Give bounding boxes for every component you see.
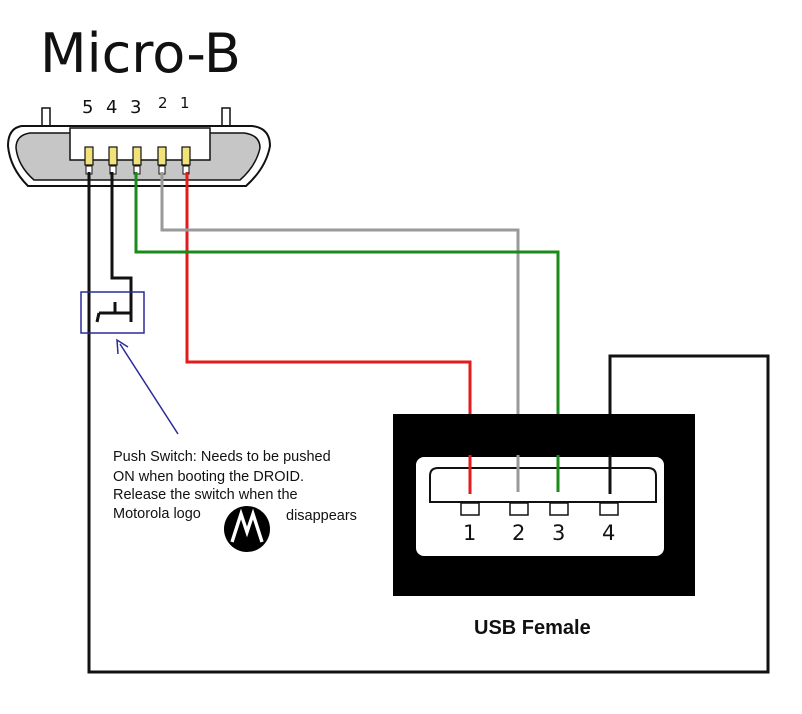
micro-b-pin-4-label: 4 bbox=[106, 97, 117, 118]
micro-b-pin-3 bbox=[132, 146, 142, 166]
switch-note-line-2: ON when booting the DROID. bbox=[113, 469, 304, 485]
push-switch bbox=[80, 291, 145, 334]
micro-b-pin-2-label: 2 bbox=[158, 94, 168, 112]
usb-pin-4-label: 4 bbox=[602, 521, 615, 545]
micro-b-pin-5-label: 5 bbox=[82, 97, 93, 118]
usb-female-connector: 1 2 3 4 bbox=[393, 414, 695, 596]
wire-green-data-plus bbox=[134, 172, 560, 492]
switch-note-line-1: Push Switch: Needs to be pushed bbox=[113, 449, 331, 465]
push-switch-icon bbox=[95, 302, 131, 323]
usb-pin-2 bbox=[509, 502, 529, 516]
switch-note-line-5: disappears bbox=[286, 508, 357, 524]
arrow-icon bbox=[116, 338, 179, 435]
usb-pin-1 bbox=[460, 502, 480, 516]
usb-pin-3-label: 3 bbox=[552, 521, 565, 545]
micro-b-pin-5 bbox=[84, 146, 94, 166]
micro-b-pin-1-label: 1 bbox=[180, 94, 190, 112]
title: Micro-B bbox=[40, 22, 241, 85]
usb-pin-2-label: 2 bbox=[512, 521, 525, 545]
usb-pin-1-label: 1 bbox=[463, 521, 476, 545]
switch-highlight-box bbox=[80, 291, 145, 334]
micro-b-pin-1 bbox=[181, 146, 191, 166]
usb-pin-4 bbox=[599, 502, 619, 516]
switch-note-line-4: Motorola logo bbox=[113, 506, 201, 522]
wire-black-ground bbox=[87, 172, 770, 674]
wire-gray-data-minus bbox=[160, 172, 520, 492]
wire-black-id bbox=[110, 172, 133, 322]
motorola-logo-icon bbox=[224, 506, 270, 552]
micro-b-pin-2 bbox=[157, 146, 167, 166]
micro-b-pin-3-label: 3 bbox=[130, 97, 141, 118]
switch-note-line-3: Release the switch when the bbox=[113, 487, 298, 503]
micro-b-pin-4 bbox=[108, 146, 118, 166]
usb-pin-3 bbox=[549, 502, 569, 516]
micro-b-connector bbox=[6, 107, 272, 187]
usb-female-label: USB Female bbox=[474, 617, 591, 639]
